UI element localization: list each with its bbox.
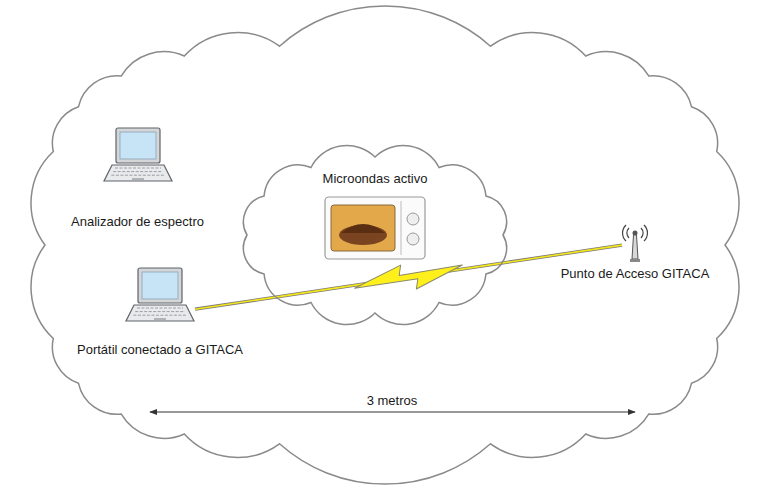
node-label: Punto de Acceso GITACA <box>545 266 725 282</box>
node-label: Analizador de espectro <box>30 214 245 230</box>
microwave-food <box>339 225 387 245</box>
antenna-icon <box>620 222 650 264</box>
laptop-lid <box>138 268 182 303</box>
analyzer-laptop: Analizador de espectro <box>30 126 245 236</box>
laptop-screen <box>142 272 178 299</box>
microwave-body <box>325 197 425 259</box>
laptop-screen <box>120 132 156 159</box>
laptop-touchpad <box>132 178 144 180</box>
laptop-keys <box>135 311 185 312</box>
client-laptop: Portátil conectado a GITACA <box>35 266 285 362</box>
node-label: Microondas activo <box>215 171 535 187</box>
microwave-food <box>341 224 385 233</box>
microwave-window <box>331 205 395 251</box>
node-label: Portátil conectado a GITACA <box>35 342 285 358</box>
microwave-knob <box>407 213 419 225</box>
cloud-outline <box>215 135 535 335</box>
laptop-keys <box>113 171 163 172</box>
dimension-label: 3 metros <box>342 393 442 409</box>
laptop-keys <box>137 308 183 309</box>
laptop-touchpad <box>154 318 166 320</box>
access-point: Punto de Acceso GITACA <box>545 222 725 284</box>
laptop-keys <box>111 175 164 176</box>
dimension-line <box>150 412 635 413</box>
laptop-base <box>104 165 172 181</box>
laptop-keys <box>115 168 161 169</box>
microwave-panel <box>401 201 402 255</box>
lightning-bolt <box>352 256 465 298</box>
microwave-knob <box>407 233 419 245</box>
laptop-keys <box>133 315 186 316</box>
microwave-cloud: Microondas activo <box>215 135 535 335</box>
antenna-base <box>630 259 640 262</box>
laptop-base <box>126 305 194 321</box>
laptop-icon <box>125 266 195 326</box>
microwave-oven <box>325 197 425 259</box>
network-cloud <box>31 6 739 484</box>
antenna-mast <box>632 235 638 259</box>
laptop-icon <box>103 126 173 186</box>
laptop-lid <box>116 128 160 163</box>
